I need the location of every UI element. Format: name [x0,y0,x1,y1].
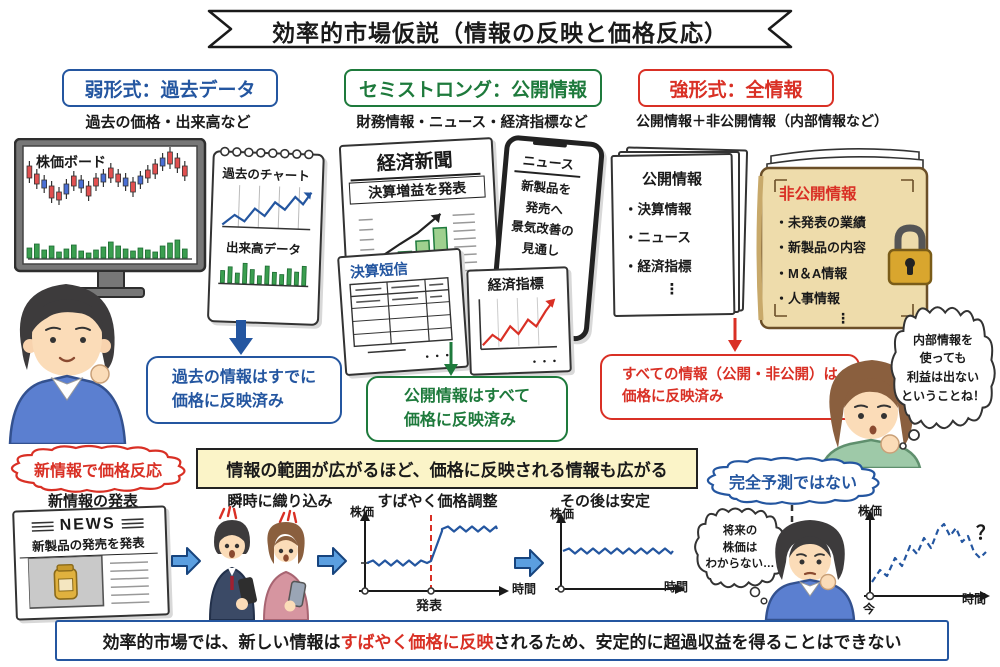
semistrong-conclusion-box: 公開情報はすべて 価格に反映済み [366,376,568,442]
insider-thought-text: 内部情報を 使っても 利益は出ない ということね！ [900,332,985,403]
new-info-badge-text: 新情報で価格反応 [33,463,162,480]
ribbon-shape-icon [207,9,793,49]
y-axis-label: 株価 [350,505,375,519]
private-info-title: 非公開情報 [779,186,857,203]
y-axis-label: 株価 [858,504,883,518]
footer-text-highlight: すばやく価格に反映 [340,633,494,652]
x-axis-label: 時間 [512,582,537,596]
x-axis-label: 時間 [962,592,987,606]
down-arrow-icon [229,320,253,355]
monitor-title: 株価ボード [36,154,106,170]
surprised-people-pair [208,506,310,620]
volume-bars-icon [218,262,309,288]
stock-board-monitor: 株価ボード [13,137,208,302]
rising-red-line-icon [478,297,557,351]
economic-indicator-doc: 経済指標 ・・・ [466,266,572,376]
scope-banner: 情報の範囲が広がるほど、価格に反映される情報も広がる [196,448,698,489]
announce-label: 発表 [416,598,443,613]
stable-price-chart [555,513,685,594]
financial-table-icon [349,276,453,354]
weak-form-subtitle: 過去の価格・出来高など [85,114,251,131]
step-label-2: 瞬時に織り込み [227,493,333,510]
lines-icon [121,518,144,529]
lines-icon [31,521,54,532]
footer-summary: 効率的市場では、新しい情報はすばやく価格に反映されるため、安定的に超過収益を得る… [55,620,949,661]
future-thought-text: 将来の 株価は わからない… [705,524,775,571]
private-item: ・新製品の内容 [775,240,867,256]
semistrong-subtitle: 財務情報・ニュース・経済指標など [356,115,588,131]
public-info-stack: 公開情報 ・決算情報 ・ニュース ・経済指標 ⋮ [610,146,749,318]
page-title: 効率的市場仮説（情報の反映と価格反応） [272,20,728,46]
candlestick-chart-icon [13,137,207,298]
spiral-binding-icon [220,146,314,160]
not-perfect-badge: 完全予測ではない [702,456,884,506]
step-label-3: すばやく価格調整 [377,493,498,510]
product-photo-icon [27,554,150,609]
footer-text-pre: 効率的市場では、新しい情報は [102,633,341,652]
weak-form-header: 弱形式：過去データ [62,69,278,107]
news-title: NEWS [59,515,116,535]
notepad-chart-label: 過去のチャート [222,166,310,184]
title-ribbon: 効率的市場仮説（情報の反映と価格反応） [203,5,797,53]
phone-news-body: 新製品を 発売へ 景気改善の 見通し [510,178,575,259]
not-perfect-text: 完全予測ではない [728,475,857,492]
step-label-1: 新情報の発表 [47,493,138,510]
public-item: ・ニュース [624,230,691,246]
past-chart-notepad: 過去のチャート 出来高データ [206,144,325,326]
y-axis-label: 株価 [550,507,575,521]
thinking-woman [820,360,922,468]
public-item: ・経済指標 [624,258,692,274]
thinking-boy-left [8,284,127,444]
past-line-chart-icon [221,185,313,231]
alert-marks-icon [218,506,298,524]
earnings-report-doc: 決算短信 ・・・ [337,247,470,377]
private-info-book: 非公開情報 ・未発表の業績 ・新製品の内容 ・M＆A情報 ・人事情報 ⋮ [753,140,931,332]
public-info-title: 公開情報 [641,171,702,188]
question-mark: ？ [976,523,996,544]
footer-text-post: されるため、安定的に超過収益を得ることはできない [493,633,902,652]
thought-trail-icon [749,586,768,605]
private-vdots: ⋮ [836,310,850,326]
step-label-4: その後は安定 [559,493,650,510]
semistrong-header: セミストロング：公開情報 [344,69,602,107]
weak-conclusion-box: 過去の情報はすでに 価格に反映済み [146,356,342,424]
new-info-badge: 新情報で価格反応 [6,444,190,494]
private-item: ・人事情報 [775,291,841,307]
book-icon [756,148,929,330]
private-item: ・未発表の業績 [775,215,867,230]
price-adjustment-chart [359,511,509,596]
padlock-icon [887,224,933,286]
insider-thought-bubble: 内部情報を 使っても 利益は出ない ということね！ [888,302,998,434]
earnings-report-title: 決算短信 [349,261,409,282]
right-arrow-icon [317,547,347,575]
down-arrow-icon [728,318,742,352]
strong-form-header: 強形式：全情報 [638,69,834,107]
strong-form-subtitle: 公開情報＋非公開情報（内部情報など） [636,113,888,129]
public-item: ・決算情報 [624,202,692,217]
down-arrow-icon [444,342,458,376]
thinking-boy-right [764,520,856,620]
strong-conclusion-box: すべての情報（公開・非公開）は 価格に反映済み [600,354,860,420]
public-vdots: ⋮ [664,281,680,298]
x-axis-label: 時間 [664,580,689,594]
right-arrow-icon [171,547,201,575]
doc2-dots: ・・・ [529,356,560,369]
thought-trail-icon [899,429,920,450]
now-label: 今 [863,602,876,616]
right-arrow-icon [514,549,544,577]
private-item: ・M＆A情報 [775,265,848,281]
notepad-volume-label: 出来高データ [225,240,302,258]
future-thought-bubble: 将来の 株価は わからない… [692,505,788,591]
dash-connector-icon [790,505,794,522]
news-paper: NEWS 新製品の発売を発表 [12,505,170,621]
future-price-chart [864,510,990,601]
